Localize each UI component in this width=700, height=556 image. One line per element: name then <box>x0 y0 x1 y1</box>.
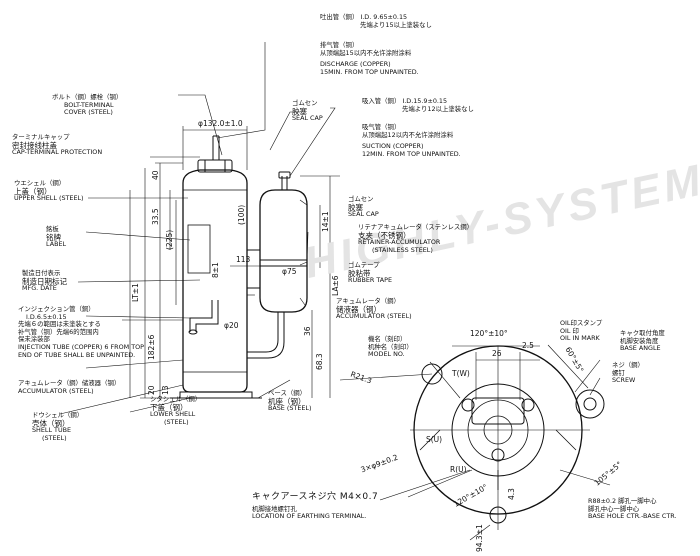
dim-225: (225) <box>165 229 174 250</box>
dim-phi75: φ75 <box>282 267 297 276</box>
label-plate <box>187 224 211 274</box>
dim-lt: LT±1 <box>131 283 140 302</box>
dim-8: 8±1 <box>211 262 220 278</box>
discharge-label: 排气管（铜）从顶端起15以内不允许涂附涂料 DISCHARGE (COPPER)… <box>320 41 419 76</box>
injection-tube <box>188 300 219 335</box>
accumulator <box>247 171 308 359</box>
accumulator-left-label: アキュムレータ（鋼）储液器（钢）ACCUMULATOR (STEEL) <box>18 379 121 395</box>
leader-lines <box>59 42 336 415</box>
dim-113: 113 <box>236 255 251 264</box>
dim-4-3: 4.3 <box>507 488 516 500</box>
dim-14: 14±1 <box>321 211 330 232</box>
dim-26: 26 <box>492 349 502 358</box>
dim-la: LA±6 <box>331 275 340 296</box>
suction-label: 吸气管（铜）从顶端起12以内不允许涂附涂料 SUCTION (COPPER)12… <box>362 123 461 158</box>
dim-182: 182±6 <box>147 334 156 360</box>
terminal-t: T(W) <box>452 369 470 378</box>
dim-94-3: 94.3±1 <box>475 524 484 552</box>
dim-100: (100) <box>237 204 246 225</box>
discharge-pipe <box>212 135 220 160</box>
bottom-view-dimensions <box>339 344 611 541</box>
dim-phi20: φ20 <box>224 321 239 330</box>
shell-tube-label: ドウシェル（鋼）壳体（钢）SHELL TUBE(STEEL) <box>32 411 84 442</box>
terminal-cap <box>197 159 233 173</box>
base-label: ベース（鋼）机座（钢）BASE (STEEL) <box>268 389 312 413</box>
dim-2-5: 2.5 <box>522 341 534 350</box>
accumulator-side-label: アキュムレータ（鋼）储液器（钢）ACCUMULATOR (STEEL) <box>336 297 412 321</box>
terminal-r: R(U) <box>450 465 467 474</box>
retainer-straps <box>247 249 260 289</box>
dim-120-top: 120°±10° <box>470 329 508 338</box>
terminal-s: S(U) <box>426 435 443 444</box>
diameter-line <box>182 126 248 170</box>
model-label: 機名（刻印）机种名（刻印）MODEL NO. <box>368 335 413 359</box>
lower-shell-label: シタシェル（鋼）下盖（钢）LOWER SHELL(STEEL) <box>150 395 202 426</box>
dim-33-5: 33.5 <box>151 208 160 225</box>
dim-diameter: φ132.0±1.0 <box>198 119 243 128</box>
dim-36: 36 <box>303 326 312 336</box>
right-dimension-lines <box>230 175 340 398</box>
retainer-label: リテナアキュムレータ（ステンレス鋼）支夹（不锈钢）RETAINER-ACCUMU… <box>358 223 474 254</box>
upper-shell-label: ウエシェル（鋼）上盖（钢）UPPER SHELL (STEEL) <box>14 179 84 203</box>
dim-68-3: 68.3 <box>315 353 324 370</box>
compressor-shell <box>182 169 248 393</box>
dim-20: 20 <box>147 385 156 395</box>
base-plate <box>170 391 262 399</box>
dim-40: 40 <box>151 170 160 180</box>
dim-13: 13 <box>161 385 170 395</box>
